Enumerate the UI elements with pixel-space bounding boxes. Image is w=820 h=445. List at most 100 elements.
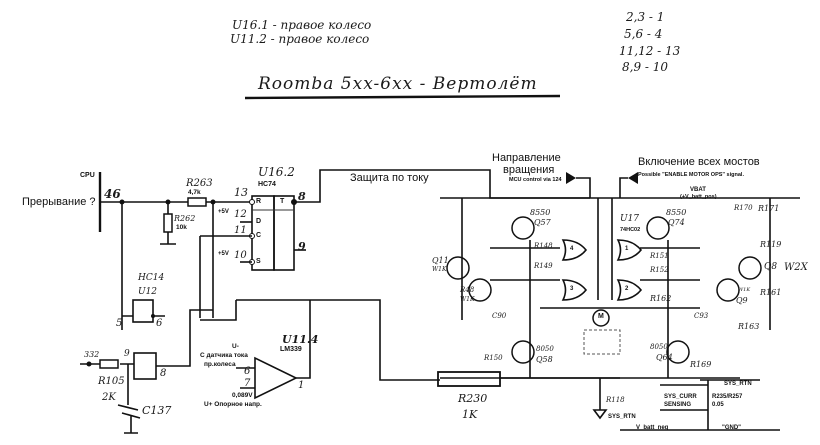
lm339-pin-noninv: 7 [244,378,251,389]
lm339-minus-desc2: пр.колеса [204,361,236,368]
lm339-plus-desc: U+ Опорное напр. [204,401,262,408]
r170-label: R170 [734,204,753,212]
lm339-pin-inv: 6 [244,366,251,377]
hc14-part: HC14 [138,273,165,283]
motor [592,309,610,327]
cpu-label: CPU [80,172,95,179]
hc74-pin-q: 8 [298,190,306,203]
r263-value: 4,7k [188,189,201,196]
nor-gate-4 [561,239,588,261]
q74-ref: Q74 [668,218,685,227]
lm339-minus-desc: С датчика тока [200,352,248,359]
q8-type: W2X [784,262,808,273]
lm339-pin-out: 1 [298,380,305,391]
direction-arrow [566,172,576,184]
hc14-pin-out: 6 [156,318,163,329]
r105-value: 2K [102,392,116,403]
gnd-label: "GND" [722,425,742,431]
note-u11: U11.2 - правое колесо [230,32,370,46]
pin-map-1: 2,3 - 1 [626,10,665,24]
r169-label: R169 [690,360,712,369]
transistor-q11 [446,256,470,280]
transistor-q8 [738,256,762,280]
r230-value: 1K [462,408,478,421]
r152-label: R152 [650,266,669,274]
hc74-d-label: D [256,218,262,225]
lm339-triangle [254,356,298,400]
q58-ref: Q58 [536,355,553,364]
resistor-r105 [99,359,119,369]
r-sense-name: R235/R257 [712,394,743,400]
r151-label: R151 [650,252,669,260]
q9-type: W1K [738,287,751,293]
hc74-t-label: T [280,198,285,205]
sys-curr-label: SYS_CURR [664,394,697,400]
q57-ref: Q57 [534,218,551,227]
title-underline [244,94,561,100]
r230-name: R230 [458,392,488,405]
direction-title-2: вращения [503,164,555,176]
r161-label: R161 [760,288,782,297]
lm339-ref: U11.4 [282,333,319,346]
lm339-minus-label: U- [232,343,239,350]
nor-gate-2 [616,279,643,301]
enable-title: Включение всех мостов [638,156,760,168]
direction-sub: MCU control via 124 [509,177,562,183]
resistor-r230 [437,371,501,387]
hc14b-pin-out: 8 [160,368,167,379]
q58-type: 8050 [536,345,554,353]
u17-ref: U17 [620,214,640,224]
c90-label: C90 [492,312,507,320]
hc74-supply-d: +5V [218,209,229,215]
gate-2-label: 2 [625,286,629,292]
transistor-r48 [468,278,492,302]
r263-name: R263 [186,178,213,189]
motor-label: M [598,313,604,320]
q9-ref: Q9 [736,296,748,305]
motor-filter-box [583,329,621,355]
page-title: Roomba 5xx-6xx - Вертолёт [258,74,538,94]
vbat-label: VBAT [690,187,706,193]
enable-arrow [628,172,638,184]
r149-label: R149 [534,262,553,270]
direction-title: Направление [492,152,561,164]
gate-3-label: 3 [570,286,574,292]
hc14-gate [132,299,154,323]
nor-gate-3 [561,279,588,301]
hc14-pin-in: 5 [116,318,123,329]
u17-part: 74HC02 [620,227,641,233]
transistor-q57 [511,216,535,240]
c93-label: C93 [694,312,709,320]
hc74-r-label: R [256,198,262,205]
q64-ref: Q64 [656,353,673,362]
r48-type: W1K [460,296,475,303]
hc74-pin-c: 11 [234,225,247,236]
q74-type: 8550 [666,208,687,217]
transistor-q64 [666,340,690,364]
transistor-q74 [646,216,670,240]
r-sense-value: 0.05 [712,402,724,408]
hc14-ref: U12 [138,287,158,297]
hc74-pin-qn: 9 [298,240,306,253]
r162-label: R162 [650,294,672,303]
node-332: 332 [84,350,100,359]
r105-name: R105 [98,376,125,387]
sensing-label: SENSING [664,402,692,408]
v-batt-neg-label: V_batt_neg [636,425,669,431]
r262-value: 10k [176,224,187,231]
resistor-r262 [163,213,173,233]
lm339-part: LM339 [280,346,302,353]
hc74-c-label: C [256,232,262,239]
transistor-q58 [511,340,535,364]
r118-label: R118 [606,396,625,404]
transistor-q9 [716,278,740,302]
vbat-sub: (+V_batt_pos) [680,194,717,200]
c137-label: C137 [142,404,172,417]
sys-rtn-right: SYS_RTN [724,381,752,387]
hc74-pin-s: 10 [234,250,247,261]
overcurrent-label: Защита по току [350,172,429,184]
r163-label: R163 [738,322,760,331]
r262-name: R262 [174,214,196,223]
hc74-right [273,195,295,271]
